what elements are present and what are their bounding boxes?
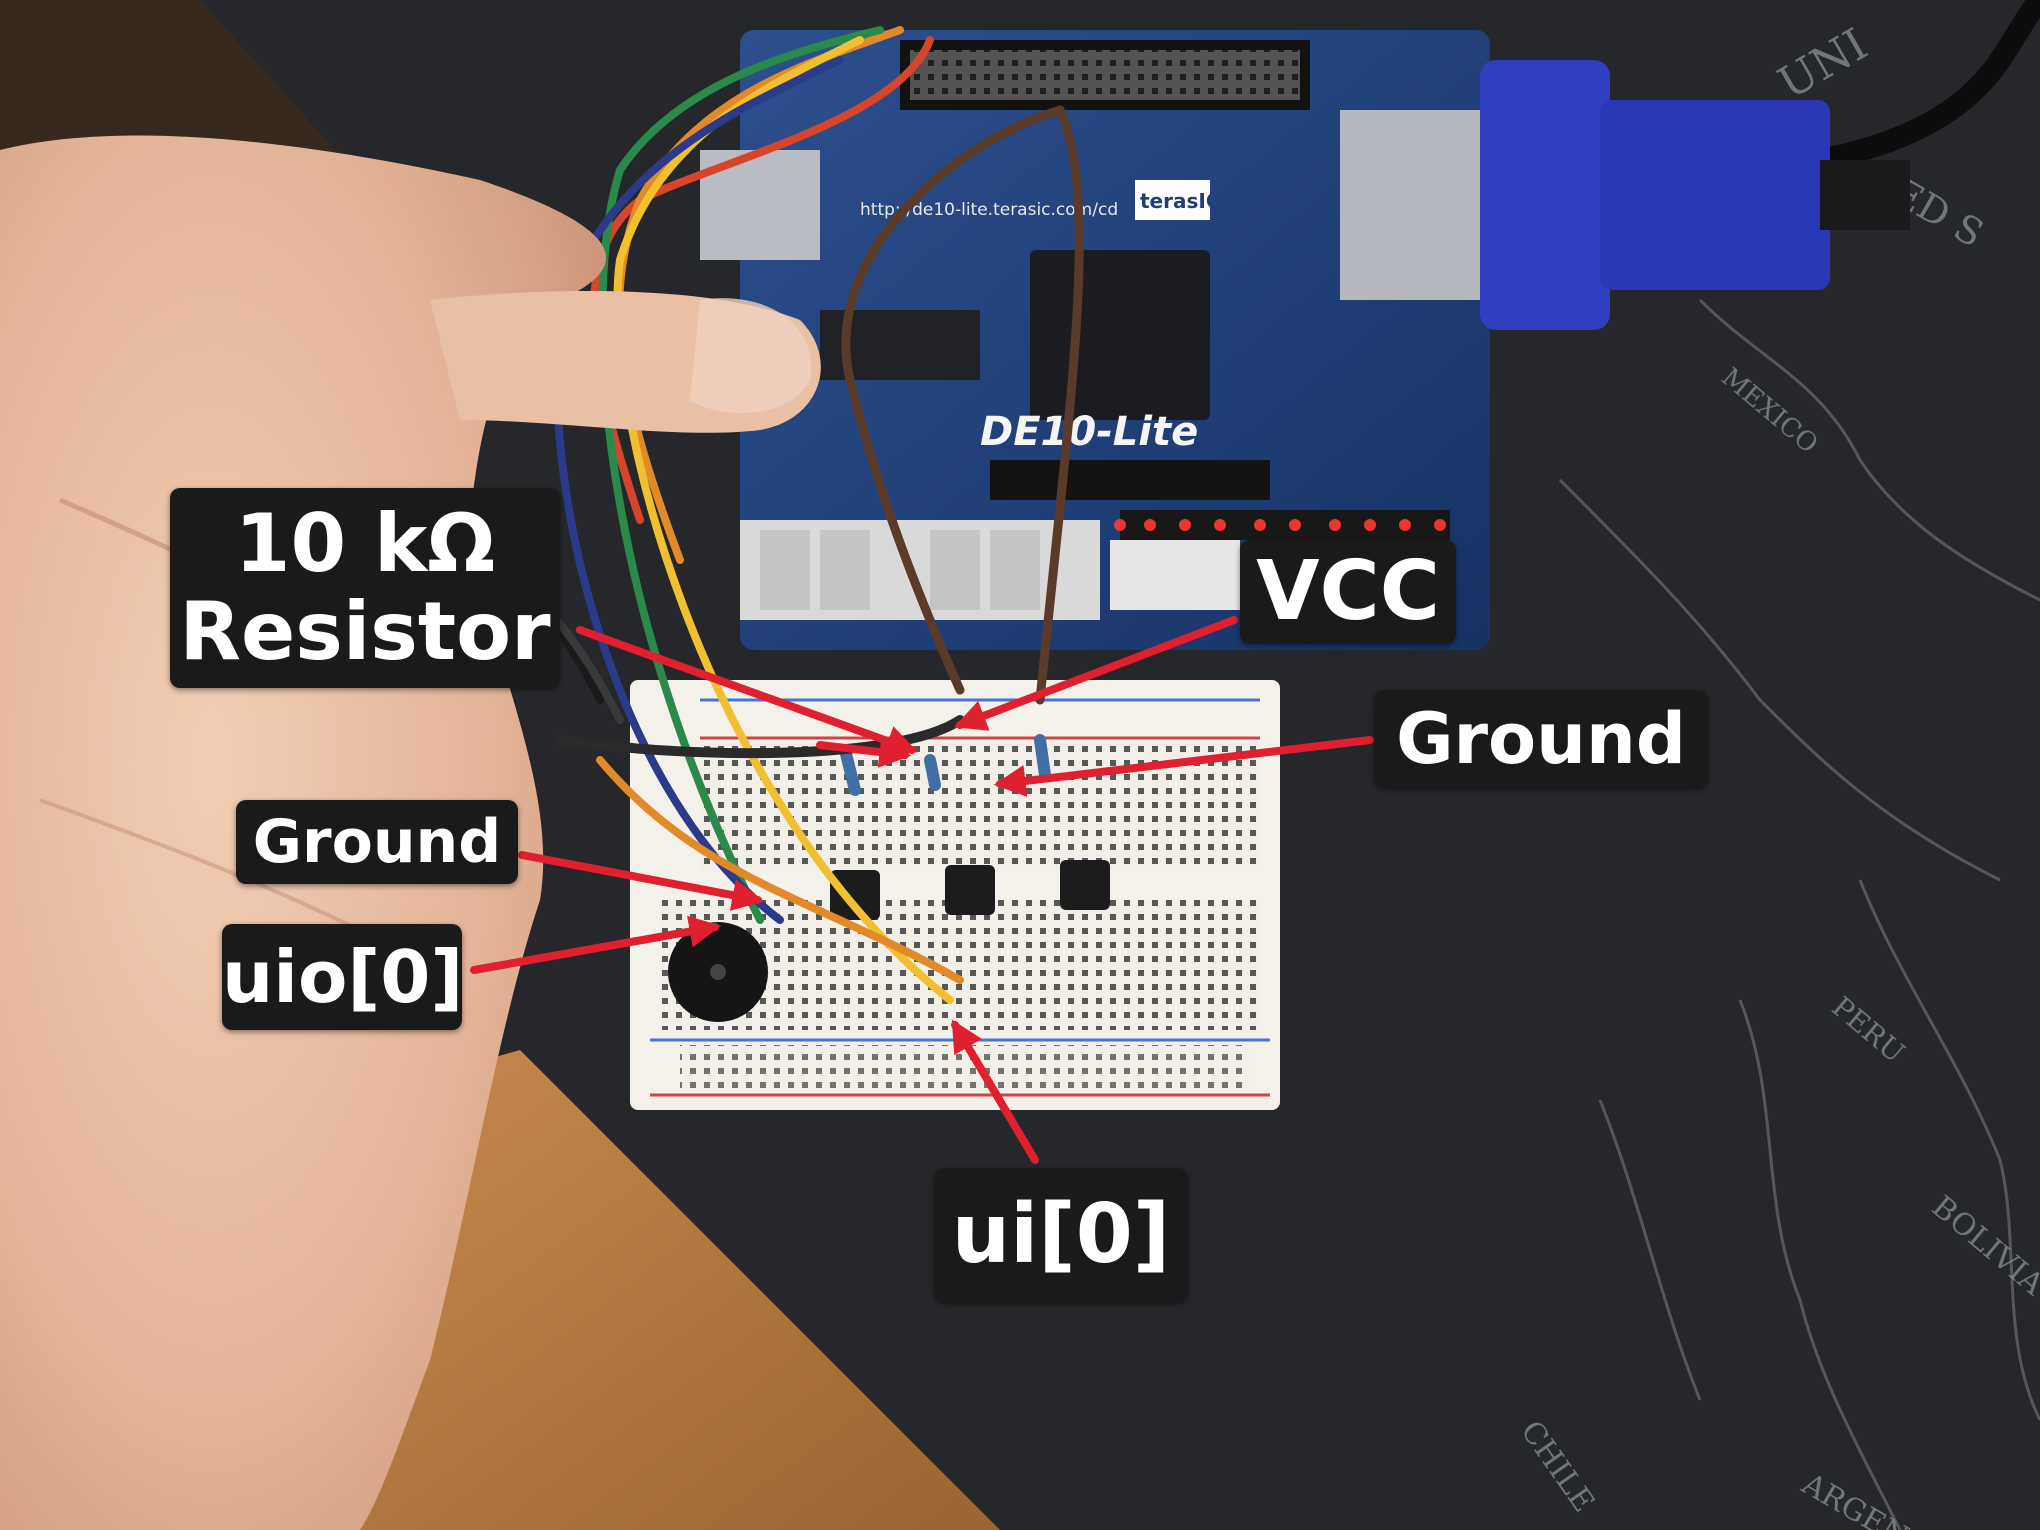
resistor-arrow-2 bbox=[816, 736, 912, 768]
map-outlines bbox=[1558, 298, 2040, 1530]
annotation-arrows bbox=[470, 616, 1374, 1164]
label-ground-right: Ground bbox=[1374, 690, 1708, 788]
label-uio0: uio[0] bbox=[222, 924, 463, 1030]
vga-connector bbox=[1340, 60, 1910, 330]
resistor-arrow-1 bbox=[576, 626, 919, 757]
uio-arrow bbox=[470, 915, 722, 974]
label-resistor-value: 10 kΩ bbox=[234, 497, 496, 590]
board-brand-text: terasIC bbox=[1140, 189, 1221, 213]
label-ground-left: Ground bbox=[236, 800, 518, 884]
board-model-text: DE10-Lite bbox=[980, 409, 1198, 455]
ui-arrow bbox=[951, 1019, 1039, 1164]
wooden-desk bbox=[360, 1050, 1000, 1530]
ground-left-arrow bbox=[518, 851, 765, 911]
board-url-text: http://de10-lite.terasic.com/cd bbox=[860, 200, 1118, 220]
label-vcc: VCC bbox=[1240, 540, 1456, 644]
ground-right-arrow bbox=[993, 736, 1374, 797]
label-resistor-word: Resistor bbox=[179, 585, 551, 678]
breadboard bbox=[630, 680, 1280, 1110]
label-10k-resistor: 10 kΩ Resistor bbox=[170, 488, 560, 688]
label-ui0: ui[0] bbox=[934, 1168, 1188, 1302]
vcc-arrow bbox=[954, 616, 1238, 731]
